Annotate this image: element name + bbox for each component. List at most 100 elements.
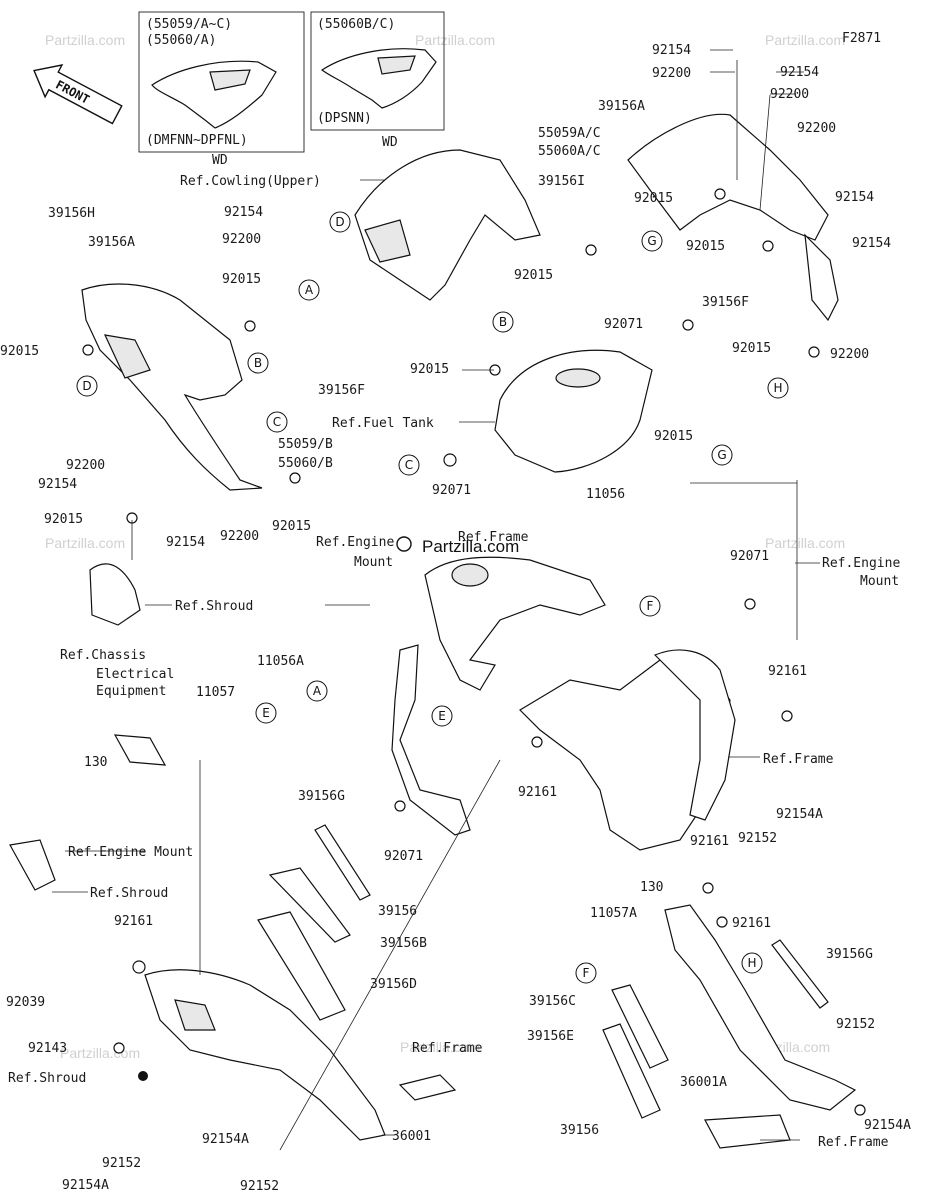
part-label: 55059/B	[278, 437, 333, 452]
part-label: Ref.Engine	[822, 556, 900, 571]
part-label: 92015	[654, 429, 693, 444]
part-label: 39156A	[598, 99, 645, 114]
part-label: Ref.Fuel Tank	[332, 416, 434, 431]
shroud-part	[89, 563, 141, 626]
callout-marker: H	[741, 952, 763, 974]
callout-marker: H	[767, 377, 789, 399]
part-label: 92154A	[62, 1178, 109, 1193]
callout-marker: B	[247, 352, 269, 374]
fastener-part	[138, 1071, 148, 1081]
part-label: 11057	[196, 685, 235, 700]
part-label: 39156D	[370, 977, 417, 992]
part-label: 36001	[392, 1129, 431, 1144]
strip-39156g-part	[314, 824, 371, 901]
part-label: 92071	[730, 549, 769, 564]
fastener-part	[854, 1104, 866, 1116]
center-watermark: Partzilla.com	[422, 537, 519, 556]
callout-letter: C	[273, 415, 281, 429]
strip-39156e-part	[602, 1023, 661, 1119]
callout-letter: A	[313, 684, 322, 698]
callout-letter: H	[747, 956, 756, 970]
part-label: 92071	[384, 849, 423, 864]
callout-marker: G	[641, 230, 663, 252]
part-label: 92154	[224, 205, 263, 220]
diagram-code: F2871	[842, 31, 881, 46]
callout-marker: A	[298, 279, 320, 301]
frame-ref-bottom-part	[704, 1114, 791, 1149]
lower-cowling-left-part	[144, 969, 386, 1141]
part-label: 92143	[28, 1041, 67, 1056]
part-label: Ref.Shroud	[175, 599, 253, 614]
callout-marker: C	[398, 454, 420, 476]
part-label: Ref.Engine Mount	[68, 845, 193, 860]
part-label: 92200	[66, 458, 105, 473]
callout-letter: G	[647, 234, 656, 248]
inset-right: (55060B/C) (DPSNN) WD	[310, 11, 445, 150]
part-label: Ref.Shroud	[8, 1071, 86, 1086]
callout-letter: H	[773, 381, 782, 395]
part-label: 92152	[836, 1017, 875, 1032]
part-label: 92015	[410, 362, 449, 377]
callout-letter: B	[499, 315, 507, 329]
part-label: 92200	[770, 87, 809, 102]
frame-side-part	[653, 649, 736, 821]
fastener-part	[289, 472, 301, 484]
inset-right-footer: (DPSNN)	[317, 111, 372, 126]
part-label: 92071	[604, 317, 643, 332]
part-label: 92154	[835, 190, 874, 205]
part-label: 92154	[852, 236, 891, 251]
copyright-icon	[396, 536, 412, 552]
callout-marker: A	[306, 680, 328, 702]
watermark: Partzilla.com	[415, 32, 495, 48]
part-label: Ref.Frame	[763, 752, 834, 767]
lower-cowling-left-detail	[174, 999, 216, 1031]
cowling-inset-detail	[209, 69, 251, 91]
part-label: 92200	[222, 232, 261, 247]
fastener-part	[113, 1042, 125, 1054]
part-label: Ref.Frame	[412, 1041, 483, 1056]
frame-front-part	[424, 556, 606, 691]
callout-letter: F	[647, 599, 654, 613]
part-label: 92071	[432, 483, 471, 498]
inset-left-line: (55060/A)	[146, 33, 216, 48]
part-label: 39156G	[826, 947, 873, 962]
fastener-part	[443, 453, 457, 467]
part-label: 130	[640, 880, 663, 895]
part-label: Equipment	[96, 684, 166, 699]
fastener-part	[82, 344, 94, 356]
watermark: Partzilla.com	[400, 1039, 480, 1055]
part-label: 130	[84, 755, 107, 770]
callout-marker: D	[329, 211, 351, 233]
callout-marker: F	[639, 595, 661, 617]
fuel-tank-part	[494, 349, 653, 473]
part-label: 39156	[560, 1123, 599, 1138]
fastener-part	[531, 736, 543, 748]
part-label: Ref.Shroud	[90, 886, 168, 901]
callout-letter: D	[335, 215, 344, 229]
part-label: 92039	[6, 995, 45, 1010]
fastener-part	[682, 319, 694, 331]
fuel-cap-part	[555, 368, 601, 388]
part-label: 92015	[686, 239, 725, 254]
part-label: Ref.Frame	[458, 530, 529, 545]
callout-marker: C	[266, 411, 288, 433]
upper-cowling-detail	[364, 219, 411, 263]
side-cowling-left-detail	[103, 334, 151, 379]
callout-marker: E	[255, 702, 277, 724]
part-label: 36001A	[680, 1075, 727, 1090]
callout-letter: E	[438, 709, 446, 723]
watermark: Partzilla.com	[45, 535, 125, 551]
part-label: 92015	[634, 191, 673, 206]
callout-marker: G	[711, 444, 733, 466]
inset-left-line: (55059/A~C)	[146, 17, 232, 32]
fastener-part	[702, 882, 714, 894]
inset-left: (55059/A~C) (55060/A) (DMFNN~DPFNL) WD	[138, 11, 305, 168]
part-label: 92161	[518, 785, 557, 800]
fastener-part	[132, 960, 146, 974]
inset-left-footer: (DMFNN~DPFNL)	[146, 133, 248, 148]
side-cowling-left-part	[81, 283, 263, 491]
engine-mount-bracket-part	[391, 644, 471, 836]
part-label: 55059A/C	[538, 126, 601, 141]
callout-letter: G	[717, 448, 726, 462]
part-label: 92015	[222, 272, 261, 287]
